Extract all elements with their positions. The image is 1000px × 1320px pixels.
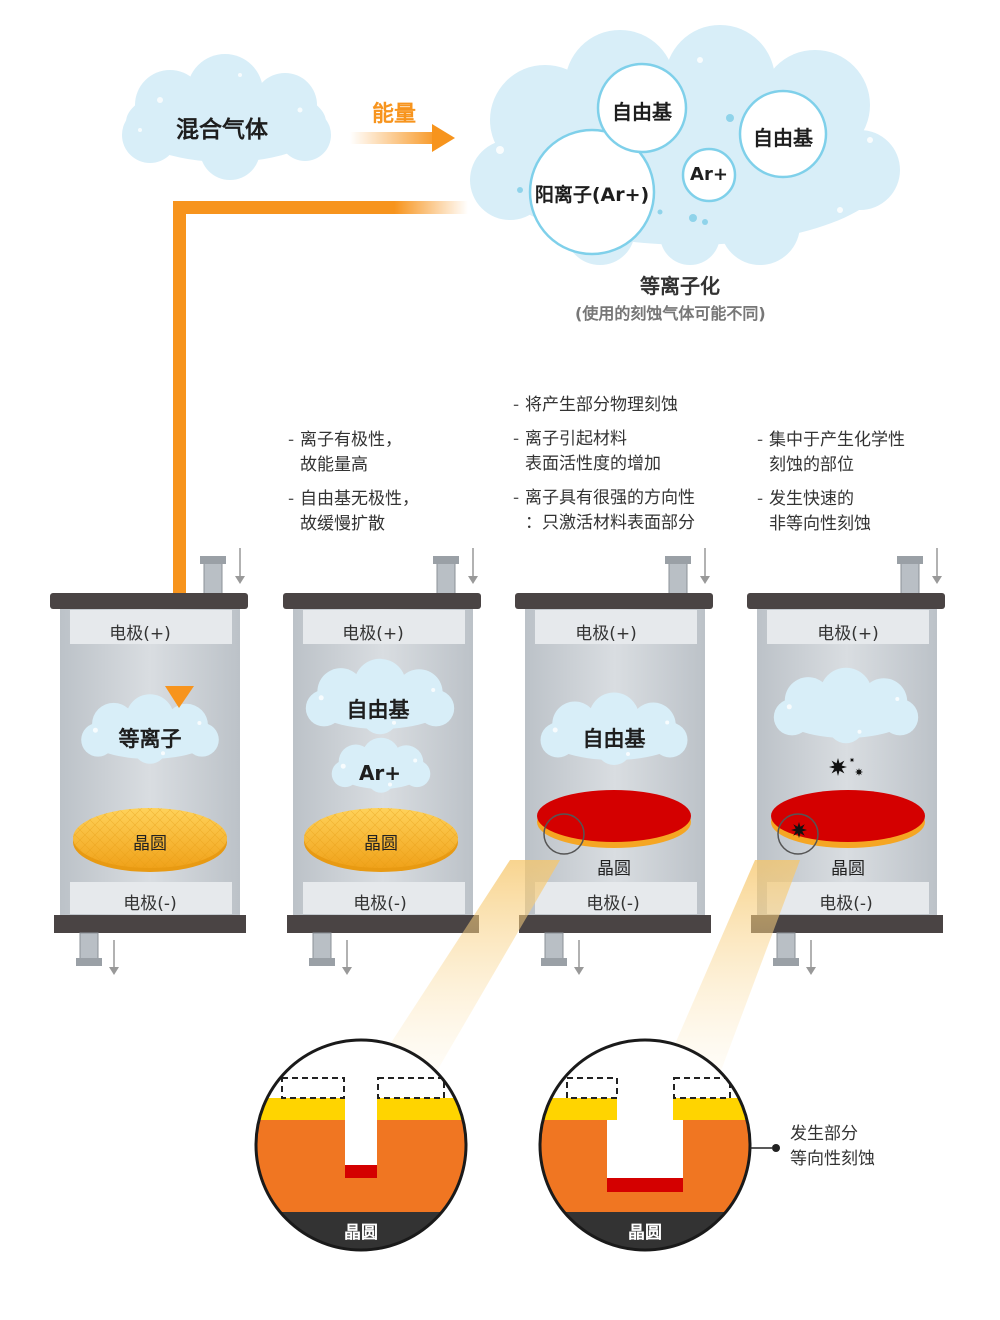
annotation-line-1: 发生部分 (790, 1124, 858, 1144)
plasmaization-note: (使用的刻蚀气体可能不同) (575, 304, 766, 323)
chamber-4-cloud (773, 667, 919, 744)
chamber-2-ar-cloud (331, 737, 431, 793)
chamber-3-cloud (540, 692, 688, 765)
plasma-feed-vertical (173, 201, 186, 686)
plasma-feed-horizontal (173, 201, 468, 214)
annotation-line-2: 等向性刻蚀 (790, 1149, 875, 1169)
radical-particle-1 (596, 62, 688, 154)
spark-icon (849, 757, 855, 763)
zoom-beam-right (655, 860, 800, 1100)
plasma-feed-arrowhead (165, 686, 194, 708)
energy-label: 能量 (372, 102, 417, 127)
chamber-3-top-electrode: 电极(+) (575, 624, 637, 644)
notes-column-3: 将产生部分物理刻蚀 离子引起材料 表面活性度的增加 离子具有很强的方向性 ：只激… (513, 393, 695, 536)
ar-plus-particle (681, 147, 737, 203)
radical-particle-2 (738, 89, 828, 179)
spark-icon (855, 768, 863, 776)
note-item-cont: 故缓慢扩散 (300, 514, 385, 534)
note-item: 将产生部分物理刻蚀 (513, 393, 695, 418)
wafer-gold-2 (304, 808, 458, 872)
notes-column-2: 离子有极性， 故能量高 自由基无极性， 故缓慢扩散 (288, 428, 419, 537)
mixed-gas-cloud (122, 54, 331, 180)
cation-particle (528, 128, 656, 256)
note-item-cont: ：只激活材料表面部分 (525, 513, 695, 533)
zoom-left-wafer-label: 晶圆 (344, 1223, 378, 1243)
chamber-4-wafer-label: 晶圆 (831, 859, 865, 879)
chamber-4-top-electrode: 电极(+) (817, 624, 879, 644)
chamber-3-bottom-electrode: 电极(-) (586, 894, 640, 914)
chamber-2-wafer-label: 晶圆 (364, 834, 398, 854)
note-item: 离子具有很强的方向性 (513, 486, 695, 511)
wafer-etched-1 (537, 790, 691, 855)
chamber-2-bottom-electrode: 电极(-) (353, 894, 407, 914)
note-item-cont: 非等向性刻蚀 (769, 514, 871, 534)
notes-column-4: 集中于产生化学性 刻蚀的部位 发生快速的 非等向性刻蚀 (757, 428, 905, 537)
plasmaization-label: 等离子化 (640, 274, 720, 298)
chamber-1-plasma-label: 等离子 (118, 727, 182, 751)
note-item: 自由基无极性， (288, 487, 419, 512)
chamber-2-radical-cloud (305, 658, 455, 735)
chamber-3-wafer-label: 晶圆 (597, 859, 631, 879)
note-item: 发生快速的 (757, 487, 905, 512)
note-item-cont: 刻蚀的部位 (769, 455, 854, 475)
zoom-circle-right (538, 1038, 752, 1252)
note-item: 离子有极性， (288, 428, 419, 453)
chamber-2-ar-plus-label: Ar+ (358, 761, 402, 785)
energy-arrow-head (432, 124, 455, 152)
cation-label: 阳离子(Ar+) (534, 184, 650, 206)
zoom-marker (777, 813, 819, 855)
plasma-cloud (470, 25, 900, 265)
chamber-1-cloud (81, 694, 219, 764)
wafer-gold-1 (73, 808, 227, 872)
mixed-gas-label: 混合气体 (176, 117, 268, 143)
isotropic-etch-annotation: 发生部分 等向性刻蚀 (790, 1122, 875, 1172)
wafer-etched-2 (771, 790, 925, 855)
chamber-2-radical-label: 自由基 (346, 698, 410, 722)
chamber-4-bottom-electrode: 电极(-) (819, 894, 873, 914)
radical-label-1: 自由基 (612, 100, 672, 124)
chamber-3-radical-label: 自由基 (582, 727, 646, 751)
spark-icon (791, 822, 807, 838)
note-item: 集中于产生化学性 (757, 428, 905, 453)
note-item: 离子引起材料 (513, 427, 695, 452)
energy-arrow-shaft (350, 132, 440, 144)
note-item-cont: 表面活性度的增加 (525, 454, 661, 474)
ar-plus-label: Ar+ (690, 164, 728, 185)
spark-icon (829, 758, 847, 776)
chamber-1-wafer-label: 晶圆 (133, 834, 167, 854)
radical-label-2: 自由基 (753, 126, 813, 150)
chamber-1-top-electrode: 电极(+) (109, 624, 171, 644)
chamber-1-bottom-electrode: 电极(-) (123, 894, 177, 914)
note-item-cont: 故能量高 (300, 455, 368, 475)
chamber-2-top-electrode: 电极(+) (342, 624, 404, 644)
plasma-particles (528, 62, 828, 256)
zoom-right-wafer-label: 晶圆 (628, 1223, 662, 1243)
zoom-beam-left (370, 860, 560, 1100)
zoom-marker (543, 813, 585, 855)
